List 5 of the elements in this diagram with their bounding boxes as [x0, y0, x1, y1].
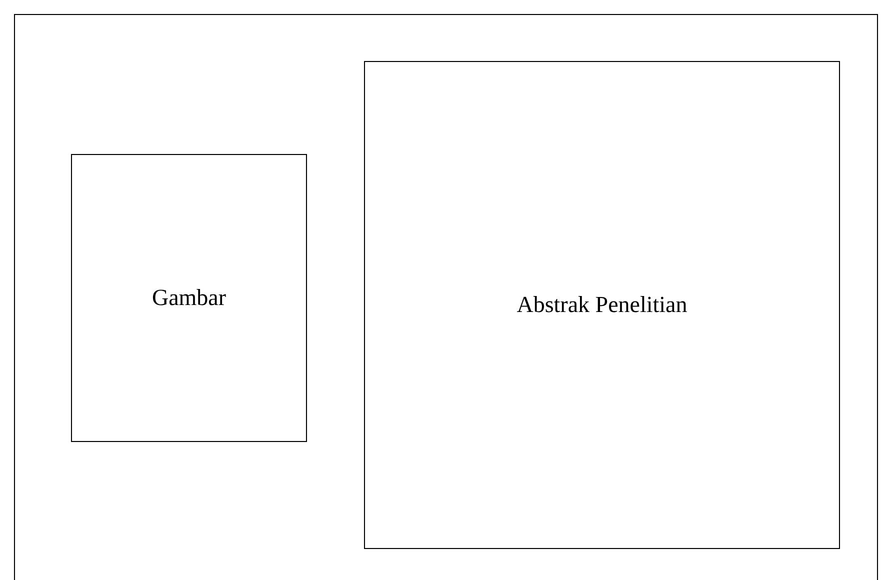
text-box	[71, 154, 307, 442]
text-box	[364, 61, 840, 549]
box-label: Gambar	[152, 284, 226, 312]
box-label: Abstrak Penelitian	[516, 290, 688, 319]
frame-box	[14, 14, 878, 580]
